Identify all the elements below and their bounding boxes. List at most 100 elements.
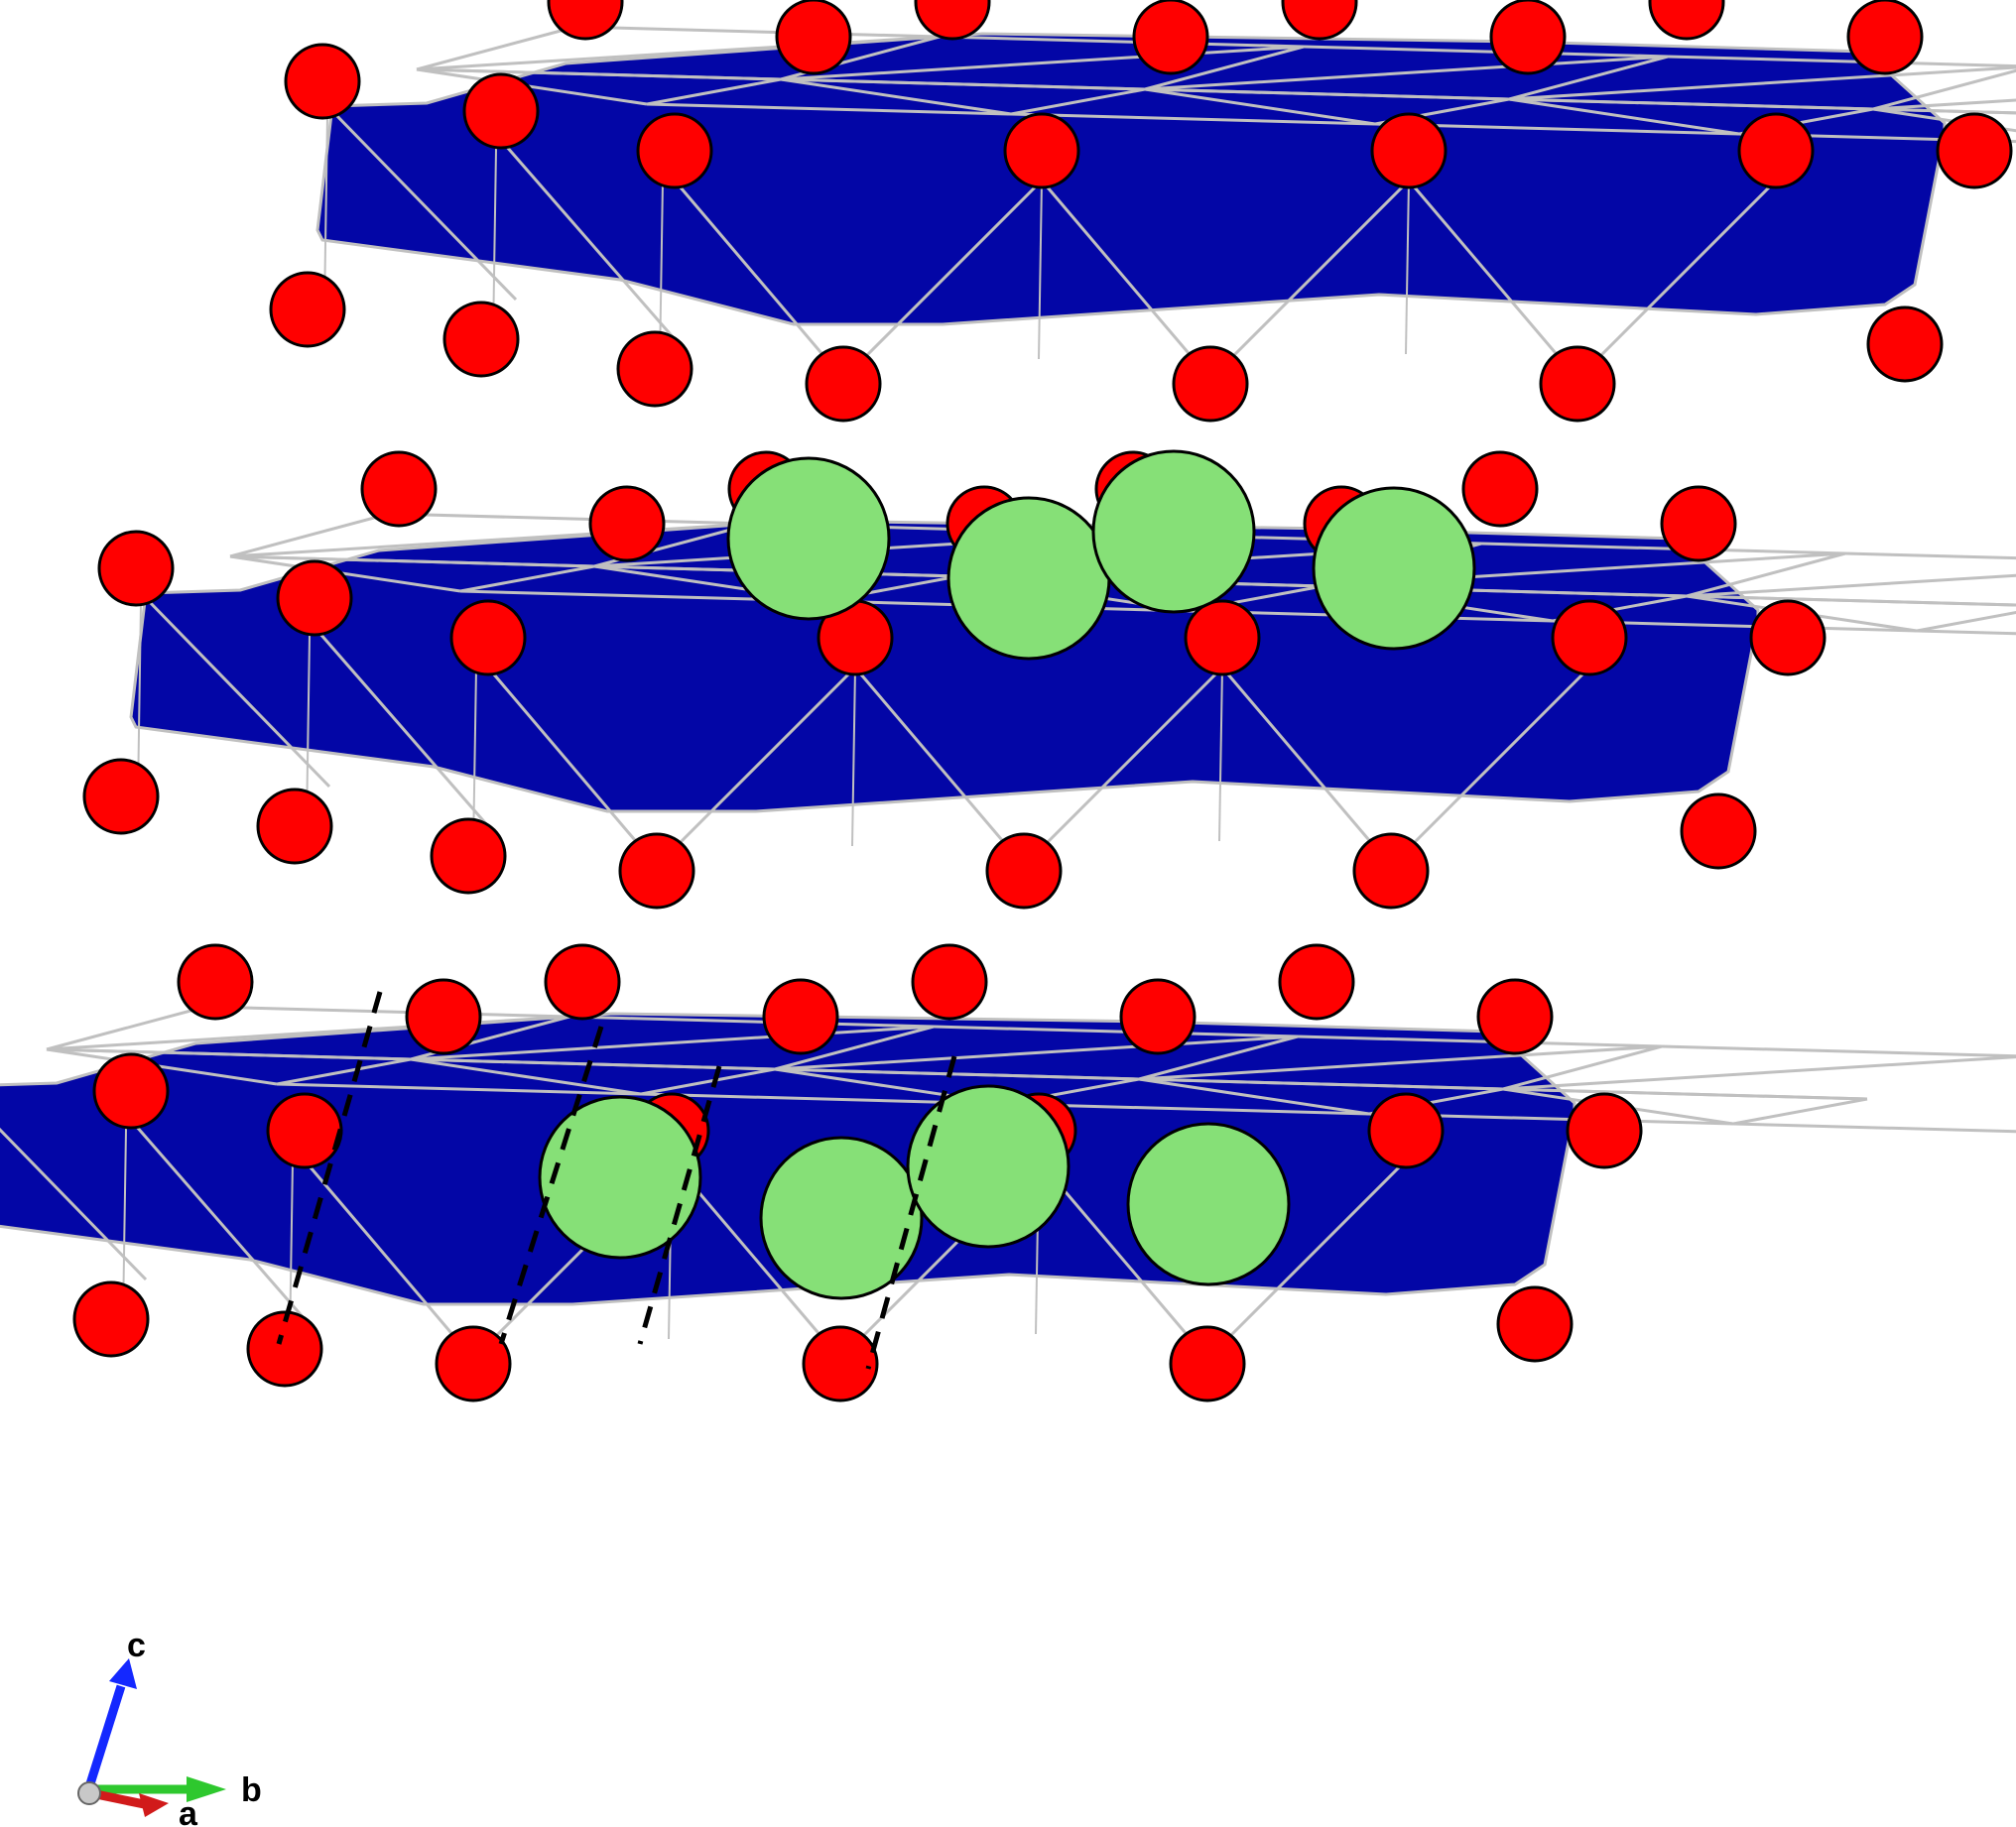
- a-axis-arrowhead: [139, 1793, 169, 1817]
- oxygen-atom: [72, 1280, 150, 1358]
- oxygen-atom: [269, 271, 346, 348]
- oxygen-atom: [1119, 978, 1197, 1055]
- octahedron-edge: [939, 35, 1305, 49]
- oxygen-atom: [97, 530, 175, 607]
- octahedron-edge: [134, 1125, 307, 1320]
- octahedron-edge: [1508, 65, 2016, 101]
- cation-atom: [1312, 486, 1476, 651]
- oxygen-atom: [1367, 1092, 1445, 1169]
- oxygen-atom: [405, 978, 482, 1055]
- oxygen-atom: [1169, 1325, 1246, 1402]
- oxygen-atom: [1278, 943, 1355, 1021]
- oxygen-atom: [177, 943, 254, 1021]
- oxygen-atom: [618, 832, 695, 910]
- c-axis-arrow: [82, 1684, 126, 1795]
- octahedron-edge: [780, 77, 1146, 91]
- octahedron-edge: [330, 109, 518, 302]
- octahedron-edge: [1872, 98, 2016, 111]
- octahedron-edge: [1144, 45, 1305, 91]
- octahedron-edge: [646, 102, 1012, 116]
- octahedral-layer: [269, 0, 2016, 423]
- octahedron-edge: [486, 667, 659, 867]
- octahedron-edge: [303, 1159, 475, 1360]
- oxygen-atom: [914, 0, 991, 41]
- octahedron-edge: [1407, 180, 1579, 380]
- octahedron-edge: [1389, 666, 1591, 868]
- oxygen-atom: [435, 1325, 512, 1402]
- octahedron-edge: [1205, 1158, 1408, 1361]
- unit-cell-edge: [276, 991, 383, 1345]
- oxygen-atom: [616, 330, 693, 408]
- octahedron-edge: [1480, 542, 1846, 555]
- octahedron-edge: [1732, 1097, 1868, 1126]
- cation-atom: [906, 1084, 1071, 1249]
- oxygen-atom: [1866, 305, 1944, 383]
- octahedron-edge: [851, 667, 856, 847]
- octahedron-edge: [1208, 179, 1411, 381]
- oxygen-atom: [762, 978, 839, 1055]
- oxygen-atom: [1370, 112, 1448, 189]
- octahedron-edge: [229, 512, 390, 558]
- oxygen-atom: [1680, 792, 1757, 870]
- oxygen-atom: [1749, 599, 1827, 676]
- unit-cell-edge: [637, 1065, 722, 1345]
- octahedron-edge: [276, 1082, 642, 1096]
- oxygen-atom: [1846, 0, 1924, 75]
- oxygen-atom: [547, 0, 624, 41]
- octahedron-edge: [1220, 667, 1393, 867]
- octahedron-edge: [46, 1005, 206, 1051]
- cation-atom: [1126, 1122, 1291, 1286]
- oxygen-atom: [1352, 832, 1430, 910]
- octahedron-edge: [416, 25, 576, 71]
- oxygen-atom: [588, 485, 666, 562]
- axis-origin: [77, 1781, 101, 1805]
- octahedron-edge: [46, 1047, 278, 1086]
- octahedron-edge: [1575, 179, 1778, 381]
- octahedron-edge: [1916, 629, 2016, 636]
- octahedron-edge: [410, 1057, 776, 1071]
- oxygen-atom: [1496, 1285, 1574, 1363]
- octahedron-edge: [416, 35, 941, 71]
- octahedron-edge: [1040, 180, 1212, 380]
- oxygen-atom: [1566, 1092, 1643, 1169]
- octahedron-edge: [144, 596, 331, 789]
- octahedron-edge: [1916, 610, 2016, 633]
- octahedron-edge: [416, 67, 782, 81]
- octahedron-edge: [229, 554, 595, 568]
- oxygen-atom: [1184, 599, 1261, 676]
- oxygen-atom: [82, 758, 160, 835]
- oxygen-atom: [360, 450, 438, 528]
- octahedron-edge: [410, 1025, 935, 1061]
- interlayer-cations: [538, 449, 1476, 1300]
- octahedron-edge: [204, 1005, 570, 1019]
- oxygen-atom: [442, 301, 520, 378]
- octahedron-edge: [46, 1015, 570, 1051]
- octahedron-edge: [1022, 666, 1224, 868]
- octahedron-edge: [646, 77, 782, 106]
- oxygen-atom: [449, 599, 527, 676]
- oxygen-atom: [1489, 0, 1567, 75]
- unit-cell-edge: [865, 1055, 957, 1370]
- oxygen-atom: [775, 0, 852, 75]
- oxygen-atom: [1539, 345, 1616, 423]
- c-axis-arrowhead: [109, 1658, 137, 1689]
- octahedron-edge: [1297, 1035, 1663, 1048]
- oxygen-atom: [256, 788, 333, 865]
- octahedron-edge: [1667, 55, 2016, 68]
- octahedron-edge: [1038, 180, 1043, 360]
- octahedron-edge: [853, 667, 1026, 867]
- octahedron-edge: [388, 512, 754, 526]
- octahedron-edge: [1405, 180, 1410, 355]
- axis-indicator: c b a: [77, 1627, 262, 1827]
- octahedron-edge: [46, 1047, 412, 1061]
- oxygen-atom: [1281, 0, 1358, 41]
- octahedron-edge: [1508, 55, 1669, 101]
- octahedron-edge: [1508, 97, 1740, 136]
- oxygen-atom: [1737, 112, 1815, 189]
- oxygen-atom: [266, 1092, 343, 1169]
- octahedron-edge: [780, 77, 1012, 116]
- octahedron-edge: [1218, 667, 1223, 842]
- octahedron-edge: [416, 67, 648, 106]
- octahedron-edge: [1686, 551, 1846, 598]
